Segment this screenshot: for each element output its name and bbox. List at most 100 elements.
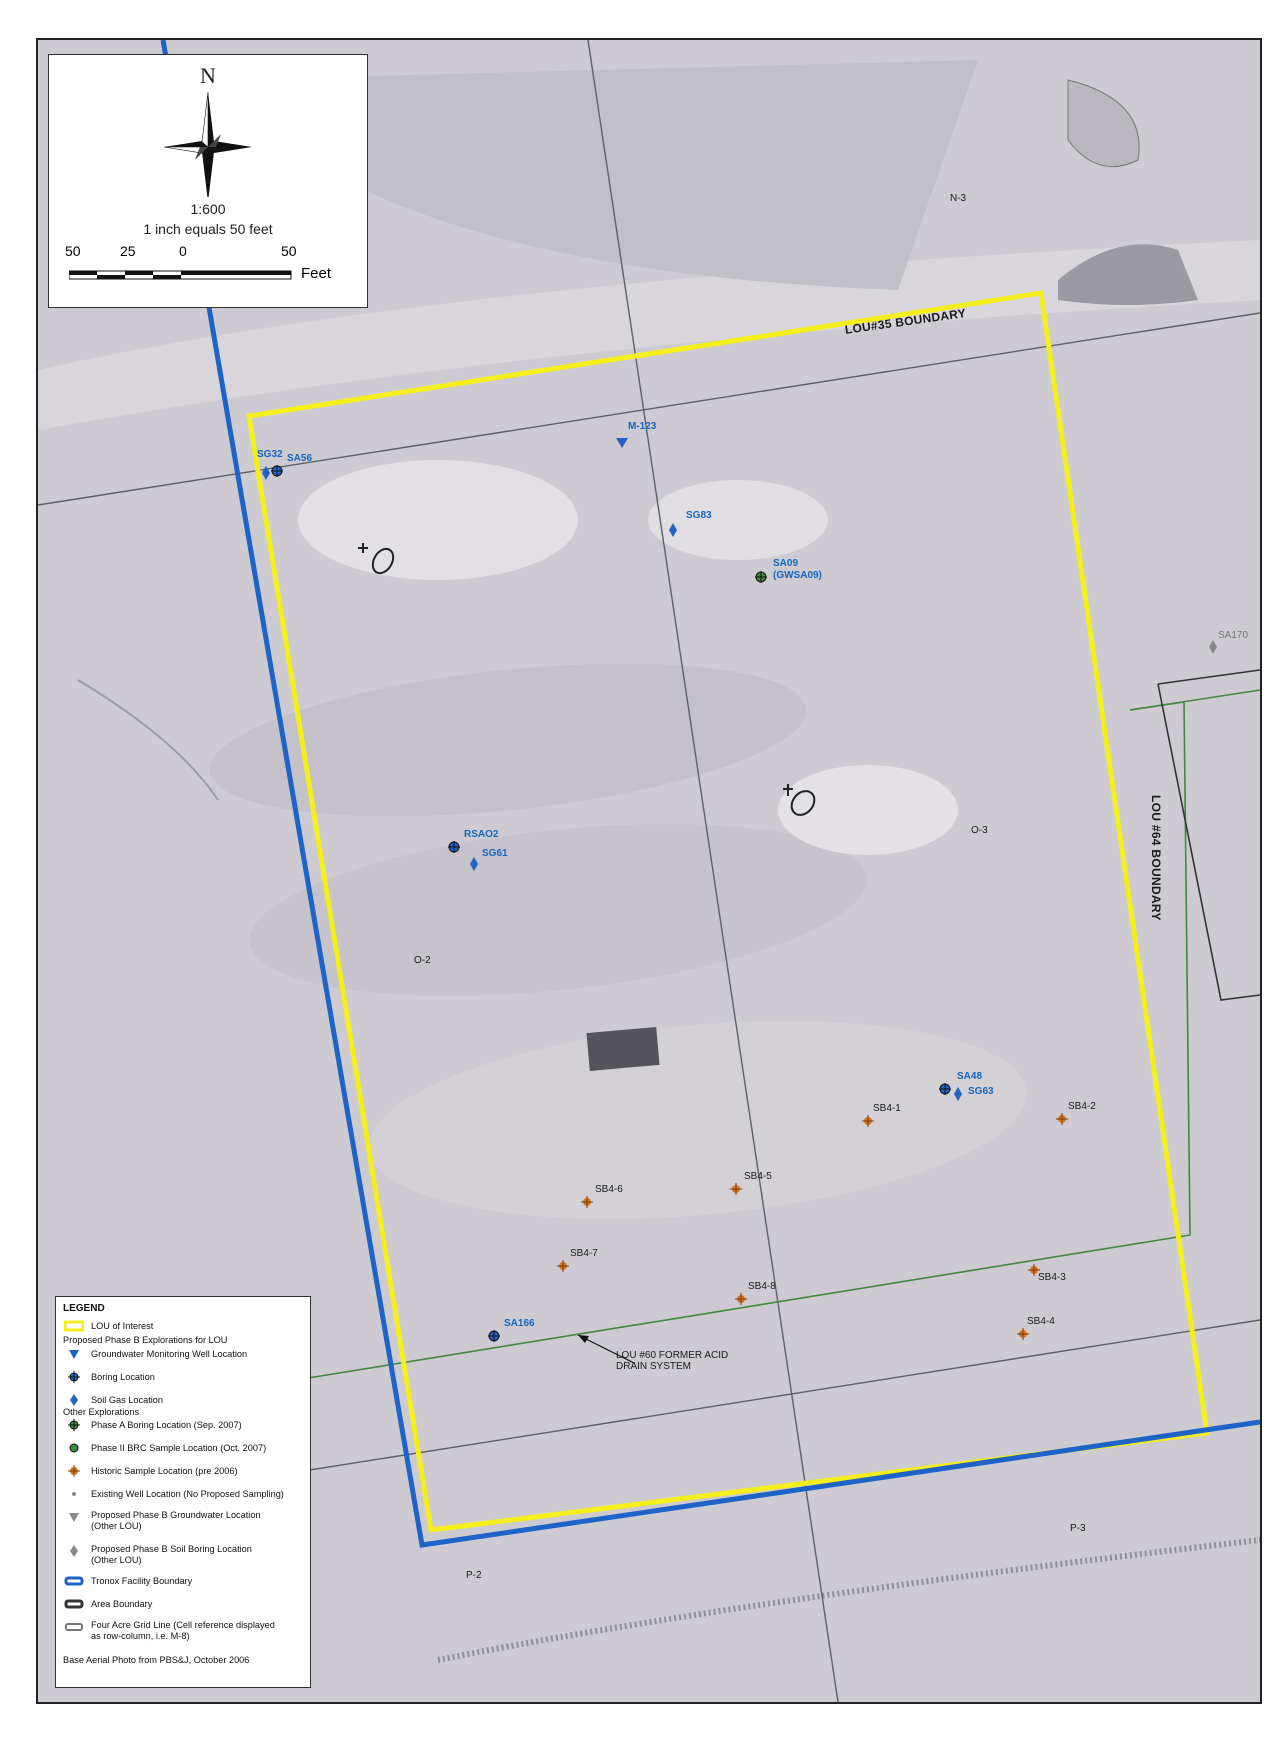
tronox-facility-boundary xyxy=(160,40,1260,1548)
legend-text: Proposed Phase B Soil Boring Location(Ot… xyxy=(91,1544,252,1566)
point-label: M-123 xyxy=(628,421,657,432)
legend-source: Base Aerial Photo from PBS&J, October 20… xyxy=(63,1655,250,1665)
marker-historic[interactable] xyxy=(735,1293,747,1305)
marker-boring[interactable] xyxy=(939,1083,951,1095)
gray-diamond-icon xyxy=(70,1545,78,1557)
green-dot-icon xyxy=(69,1443,79,1453)
compass-rose-icon xyxy=(163,91,252,197)
structure xyxy=(1067,79,1140,168)
legend-text-line: Proposed Phase B Soil Boring Location xyxy=(91,1544,252,1554)
marker-soil-gas[interactable] xyxy=(470,857,478,871)
point-label-line: (GWSA09) xyxy=(773,570,822,581)
terrain-patch xyxy=(209,663,807,817)
marker-historic[interactable] xyxy=(557,1260,569,1272)
lou64-boundary-line xyxy=(1157,669,1260,1001)
grid-cell-label: P-3 xyxy=(1070,1523,1086,1534)
point-label: SG32 xyxy=(257,449,283,460)
marker-boring[interactable] xyxy=(448,841,460,853)
legend-text: LOU of Interest xyxy=(91,1321,154,1331)
marker-soil-gas[interactable] xyxy=(669,523,677,537)
light-patch xyxy=(648,480,828,560)
legend-text: Groundwater Monitoring Well Location xyxy=(91,1349,248,1359)
historic-crosshair-icon xyxy=(68,1465,80,1477)
diamond-icon xyxy=(70,1394,78,1406)
marker-historic[interactable] xyxy=(1056,1113,1068,1125)
phase-a-crosshair-icon xyxy=(68,1419,80,1431)
dark-structure xyxy=(586,1027,660,1071)
grid-cell-label: N-3 xyxy=(950,193,967,204)
legend-group-heading: Proposed Phase B Explorations for LOU xyxy=(63,1335,228,1345)
light-patch xyxy=(298,460,578,580)
legend-title: LEGEND xyxy=(63,1303,105,1314)
grid-line xyxy=(38,312,1260,506)
marker-historic[interactable] xyxy=(1028,1264,1040,1276)
legend-text: Proposed Phase B Groundwater Location(Ot… xyxy=(91,1510,261,1532)
point-label: SA09 (GWSA09) xyxy=(773,558,822,582)
point-label: SB4-7 xyxy=(570,1248,598,1259)
legend-text: Soil Gas Location xyxy=(91,1395,164,1405)
legend-text: Boring Location xyxy=(91,1372,155,1382)
legend-text-line: Four Acre Grid Line (Cell reference disp… xyxy=(91,1620,275,1630)
terrain-patch xyxy=(369,1021,1027,1219)
point-label: SB4-1 xyxy=(873,1103,901,1114)
edge-label: SA170 xyxy=(1218,630,1249,641)
point-label: SB4-6 xyxy=(595,1184,623,1195)
triangle-icon xyxy=(69,1350,79,1359)
scale-tick-label: 50 xyxy=(65,243,81,259)
small-dot-icon xyxy=(72,1492,76,1496)
north-letter: N xyxy=(200,63,216,88)
blue-line-icon xyxy=(64,1576,84,1586)
area-boundary-green xyxy=(1129,689,1260,711)
legend-text-line: (Other LOU) xyxy=(91,1521,142,1531)
railway xyxy=(437,1537,1260,1663)
marker-phase-a[interactable] xyxy=(755,571,767,583)
map-frame: LOU#35 BOUNDARY LOU #64 BOUNDARY LOU #60… xyxy=(36,38,1262,1704)
scale-bar xyxy=(69,270,292,280)
point-label-line: SA09 xyxy=(773,558,799,569)
marker-boring[interactable] xyxy=(488,1330,500,1342)
handwritten-mark xyxy=(358,543,395,575)
grid-cell-label: O-3 xyxy=(971,825,988,836)
marker-soil-gas[interactable] xyxy=(954,1087,962,1101)
point-label: RSAO2 xyxy=(464,829,499,840)
grid-cell-label: P-2 xyxy=(466,1570,482,1581)
lou35-boundary xyxy=(246,290,1210,1533)
dark-line-icon xyxy=(64,1599,84,1609)
point-label: SG61 xyxy=(482,848,508,859)
legend-text: Area Boundary xyxy=(91,1599,153,1609)
point-label: SB4-5 xyxy=(744,1171,772,1182)
legend-text-line: as row-column, i.e. M-8) xyxy=(91,1631,190,1641)
legend-text: Phase II BRC Sample Location (Oct. 2007) xyxy=(91,1443,267,1453)
scale-tick-label: 0 xyxy=(179,243,187,259)
point-label: SB4-8 xyxy=(748,1281,776,1292)
yellow-outline-icon xyxy=(64,1320,84,1332)
grid-line xyxy=(277,1319,1260,1476)
structure xyxy=(1058,244,1198,305)
point-label: SA56 xyxy=(287,453,313,464)
gray-line-icon xyxy=(65,1623,83,1631)
terrain-patch xyxy=(218,60,978,290)
lou60-label-line: DRAIN SYSTEM xyxy=(616,1361,692,1372)
marker-other-lou[interactable] xyxy=(1209,640,1217,654)
marker-historic[interactable] xyxy=(730,1183,742,1195)
scale-unit: Feet xyxy=(301,265,332,282)
point-label: SG83 xyxy=(686,510,712,521)
marker-gw-well[interactable] xyxy=(616,438,628,448)
legend-text: Existing Well Location (No Proposed Samp… xyxy=(91,1489,284,1499)
marker-soil-gas[interactable] xyxy=(262,466,270,480)
marker-historic[interactable] xyxy=(581,1196,593,1208)
lou64-label: LOU #64 BOUNDARY xyxy=(1149,795,1163,921)
legend: LEGEND LOU of Interest Proposed Phase B … xyxy=(55,1296,311,1688)
legend-text: Phase A Boring Location (Sep. 2007) xyxy=(91,1420,242,1430)
marker-historic[interactable] xyxy=(862,1115,874,1127)
annotation-leader xyxy=(577,1334,635,1364)
point-label: SB4-3 xyxy=(1038,1272,1066,1283)
marker-boring[interactable] xyxy=(271,465,283,477)
light-patch xyxy=(778,765,958,855)
grid-cell-label: O-2 xyxy=(414,955,431,966)
point-label: SA48 xyxy=(957,1071,983,1082)
handwritten-mark xyxy=(783,784,816,816)
legend-group-heading: Other Explorations xyxy=(63,1407,140,1417)
marker-historic[interactable] xyxy=(1017,1328,1029,1340)
boring-crosshair-icon xyxy=(68,1371,80,1383)
